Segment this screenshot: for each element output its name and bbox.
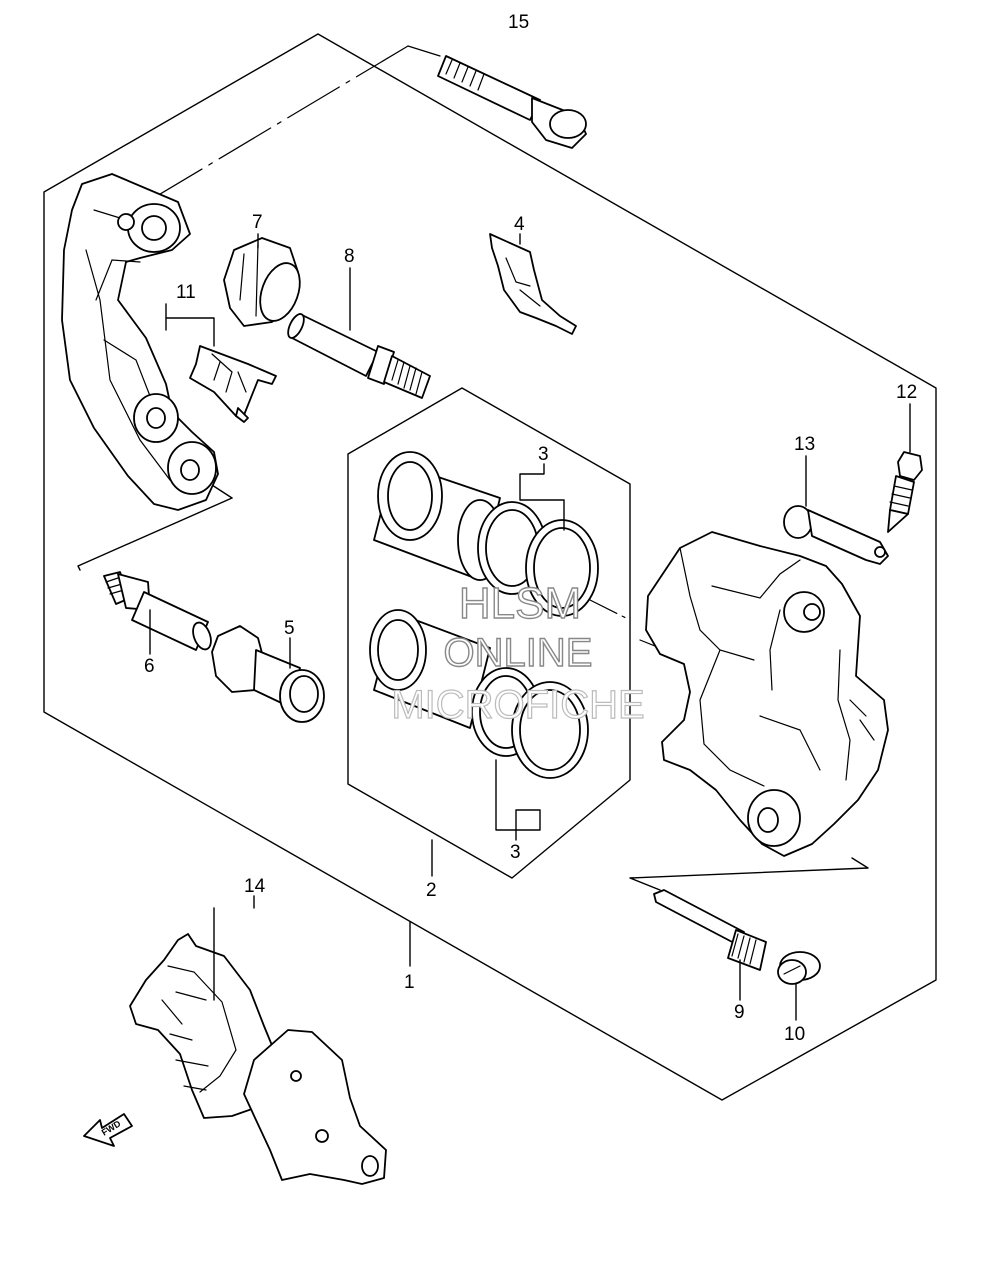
- watermark: HLSM ONLINE MICROFICHE: [391, 578, 646, 727]
- callout-11: 11: [176, 282, 196, 303]
- callout-4: 4: [514, 214, 525, 235]
- callout-2: 2: [426, 880, 437, 901]
- part-10-plug[interactable]: [777, 951, 821, 985]
- callout-3-lower: 3: [510, 842, 521, 863]
- seal-upper-outer[interactable]: [525, 519, 599, 617]
- caliper-separator-line: [629, 857, 869, 891]
- callout-12: 12: [896, 382, 917, 403]
- callout-10: 10: [784, 1024, 805, 1045]
- assembly-outline-1: [43, 33, 937, 1101]
- part-11-pad-spring[interactable]: [189, 345, 277, 423]
- callout-6: 6: [144, 656, 155, 677]
- part-4-pad-clip[interactable]: [489, 233, 577, 335]
- part-14-brake-pads[interactable]: [129, 933, 387, 1185]
- caliper-body[interactable]: [645, 531, 889, 857]
- callout-labels: 15 7 4 8 11 12 13 3 5 6 3 2 14 1 9 10: [144, 12, 917, 1045]
- callout-5: 5: [284, 618, 295, 639]
- piston-upper[interactable]: [373, 451, 503, 581]
- callout-15: 15: [508, 12, 529, 33]
- callout-8: 8: [344, 246, 355, 267]
- callout-14: 14: [244, 876, 266, 897]
- callout-1: 1: [404, 972, 415, 993]
- part-8-slide-pin[interactable]: [285, 312, 431, 399]
- piston-kit-outline-2: [347, 387, 631, 879]
- callout-3-leaders: [495, 463, 565, 841]
- callout-7: 7: [252, 212, 263, 233]
- seal-lower-outer[interactable]: [511, 681, 589, 779]
- piston-lower[interactable]: [369, 609, 491, 729]
- part-9-pin[interactable]: [653, 889, 767, 971]
- part-5-boot[interactable]: [211, 625, 325, 723]
- callout-13: 13: [794, 434, 815, 455]
- part-15-bolt[interactable]: [437, 55, 587, 149]
- callout-14-leader: [213, 895, 255, 1001]
- watermark-line-3: MICROFICHE: [391, 683, 644, 727]
- callout-11-leader: [165, 303, 215, 347]
- watermark-line-2: ONLINE: [444, 631, 593, 675]
- watermark-line-1: HLSM: [459, 579, 581, 628]
- fwd-arrow-icon: FWD: [83, 1113, 133, 1147]
- caliper-bracket[interactable]: [61, 173, 219, 511]
- part-6-pin-bolt[interactable]: [103, 571, 214, 652]
- part-13-bleeder-cap[interactable]: [783, 505, 889, 565]
- callout-9: 9: [734, 1002, 745, 1023]
- part-12-bleeder-valve[interactable]: [887, 451, 923, 533]
- bracket-separator-line: [77, 484, 233, 571]
- part-7-boot[interactable]: [223, 237, 307, 327]
- callout-3-upper: 3: [538, 444, 549, 465]
